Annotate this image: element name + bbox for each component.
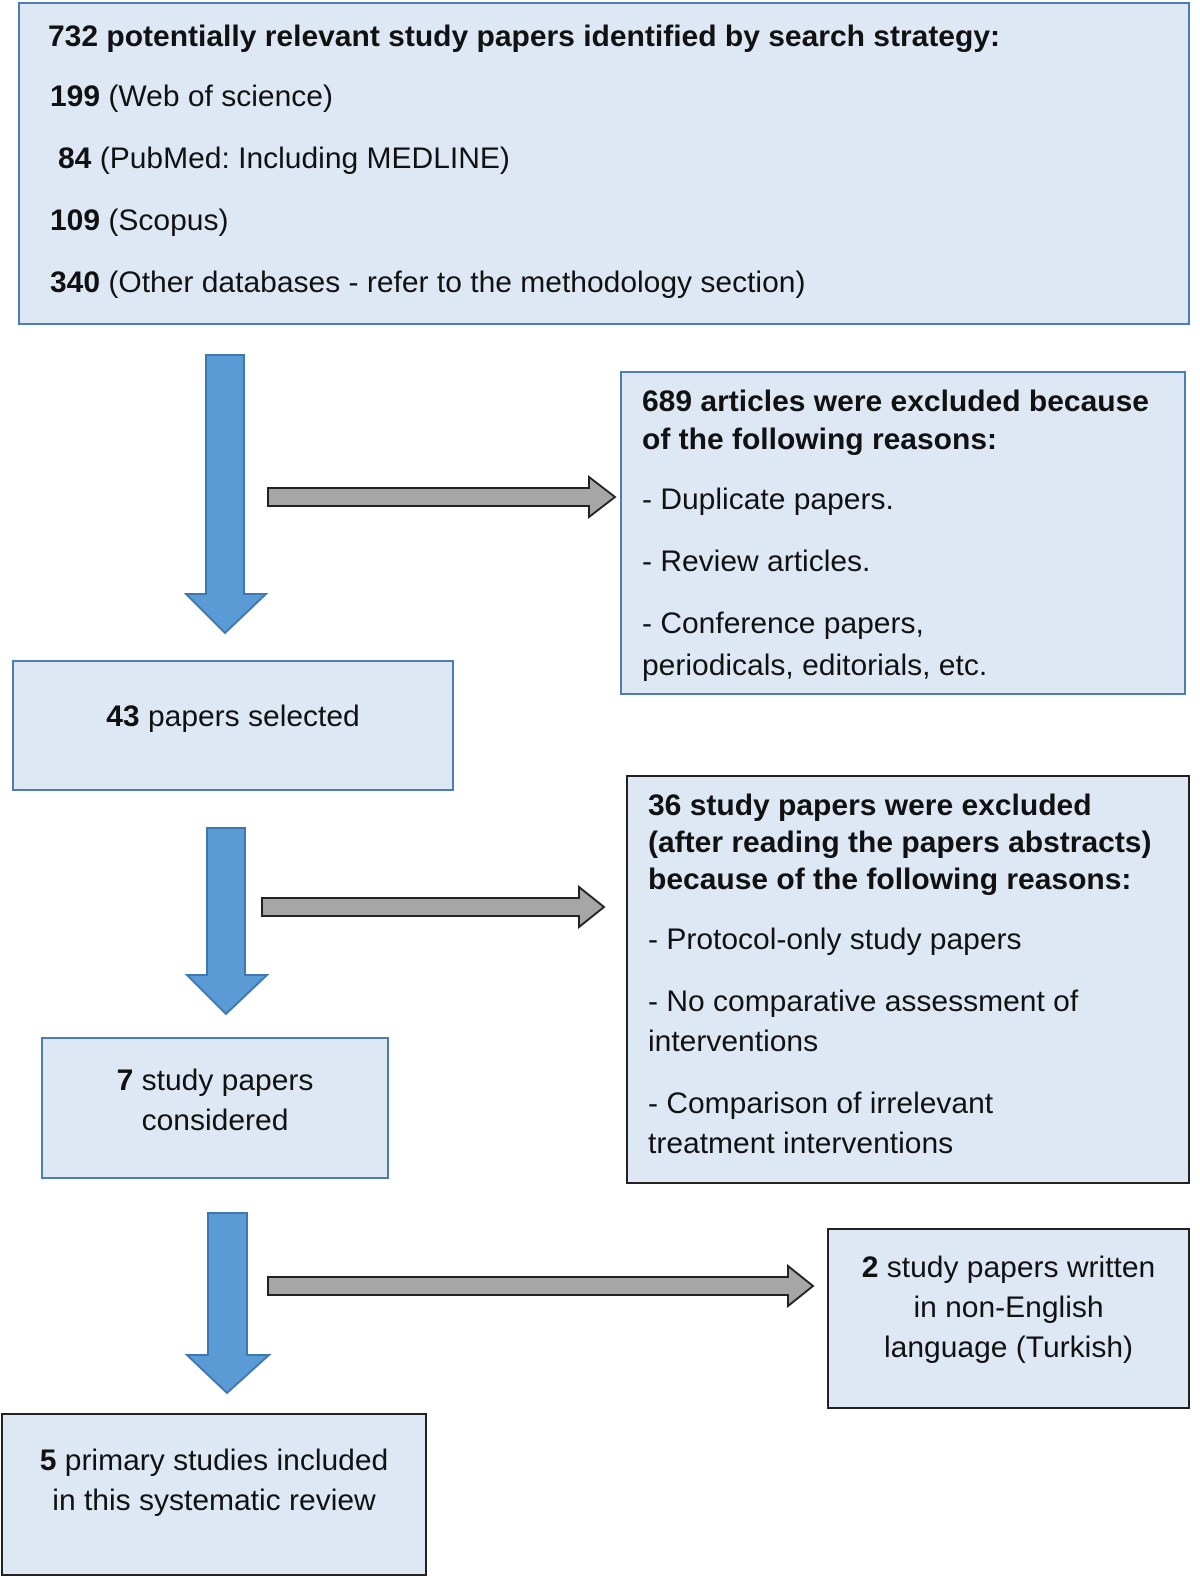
selected-papers-box: 43 papers selected: [12, 660, 454, 791]
exclusion-1-reason-periodicals: periodicals, editorials, etc.: [642, 649, 988, 682]
exclusion-2-header-line3: because of the following reasons:: [648, 863, 1132, 896]
exclusion-1-reason-conference: - Conference papers,: [642, 607, 924, 640]
included-studies-text: 5 primary studies included in this syste…: [39, 1444, 389, 1517]
source-scopus: 109 (Scopus): [50, 204, 229, 237]
non-english-papers-box: 2 study papers written in non-English la…: [827, 1228, 1190, 1409]
source-other: 340 (Other databases - refer to the meth…: [50, 266, 806, 299]
included-studies-box: 5 primary studies included in this syste…: [1, 1413, 427, 1576]
exclusion-2-reason-interventions: interventions: [648, 1025, 819, 1058]
exclusion-1-header-line1: 689 articles were excluded because: [642, 385, 1149, 418]
side-arrow-1: [267, 474, 617, 520]
exclusion-box-2: 36 study papers were excluded (after rea…: [626, 775, 1190, 1184]
considered-papers-text: 7 study papers considered: [116, 1064, 314, 1137]
search-header: 732 potentially relevant study papers id…: [48, 20, 1000, 53]
selected-papers-text: 43 papers selected: [106, 700, 360, 733]
down-arrow-3: [184, 1212, 272, 1395]
side-arrow-3: [267, 1263, 815, 1309]
exclusion-2-reason-protocol: - Protocol-only study papers: [648, 923, 1022, 956]
side-arrow-2: [261, 884, 606, 930]
non-english-papers-text: 2 study papers written in non-English la…: [861, 1251, 1156, 1364]
exclusion-1-reason-review: - Review articles.: [642, 545, 871, 578]
exclusion-box-1: 689 articles were excluded because of th…: [620, 371, 1186, 695]
down-arrow-1: [183, 354, 269, 635]
exclusion-1-header-line2: of the following reasons:: [642, 423, 998, 456]
source-web-of-science: 199 (Web of science): [50, 80, 333, 113]
exclusion-1-reason-duplicate: - Duplicate papers.: [642, 483, 894, 516]
exclusion-2-reason-treatment: treatment interventions: [648, 1127, 954, 1160]
exclusion-2-header-line1: 36 study papers were excluded: [648, 789, 1092, 822]
search-results-box: 732 potentially relevant study papers id…: [18, 2, 1190, 325]
down-arrow-2: [184, 827, 270, 1016]
exclusion-2-reason-no-comparative: - No comparative assessment of: [648, 985, 1079, 1018]
source-pubmed: 84 (PubMed: Including MEDLINE): [58, 142, 510, 175]
considered-papers-box: 7 study papers considered: [41, 1037, 389, 1179]
exclusion-2-header-line2: (after reading the papers abstracts): [648, 826, 1152, 859]
exclusion-2-reason-irrelevant: - Comparison of irrelevant: [648, 1087, 994, 1120]
